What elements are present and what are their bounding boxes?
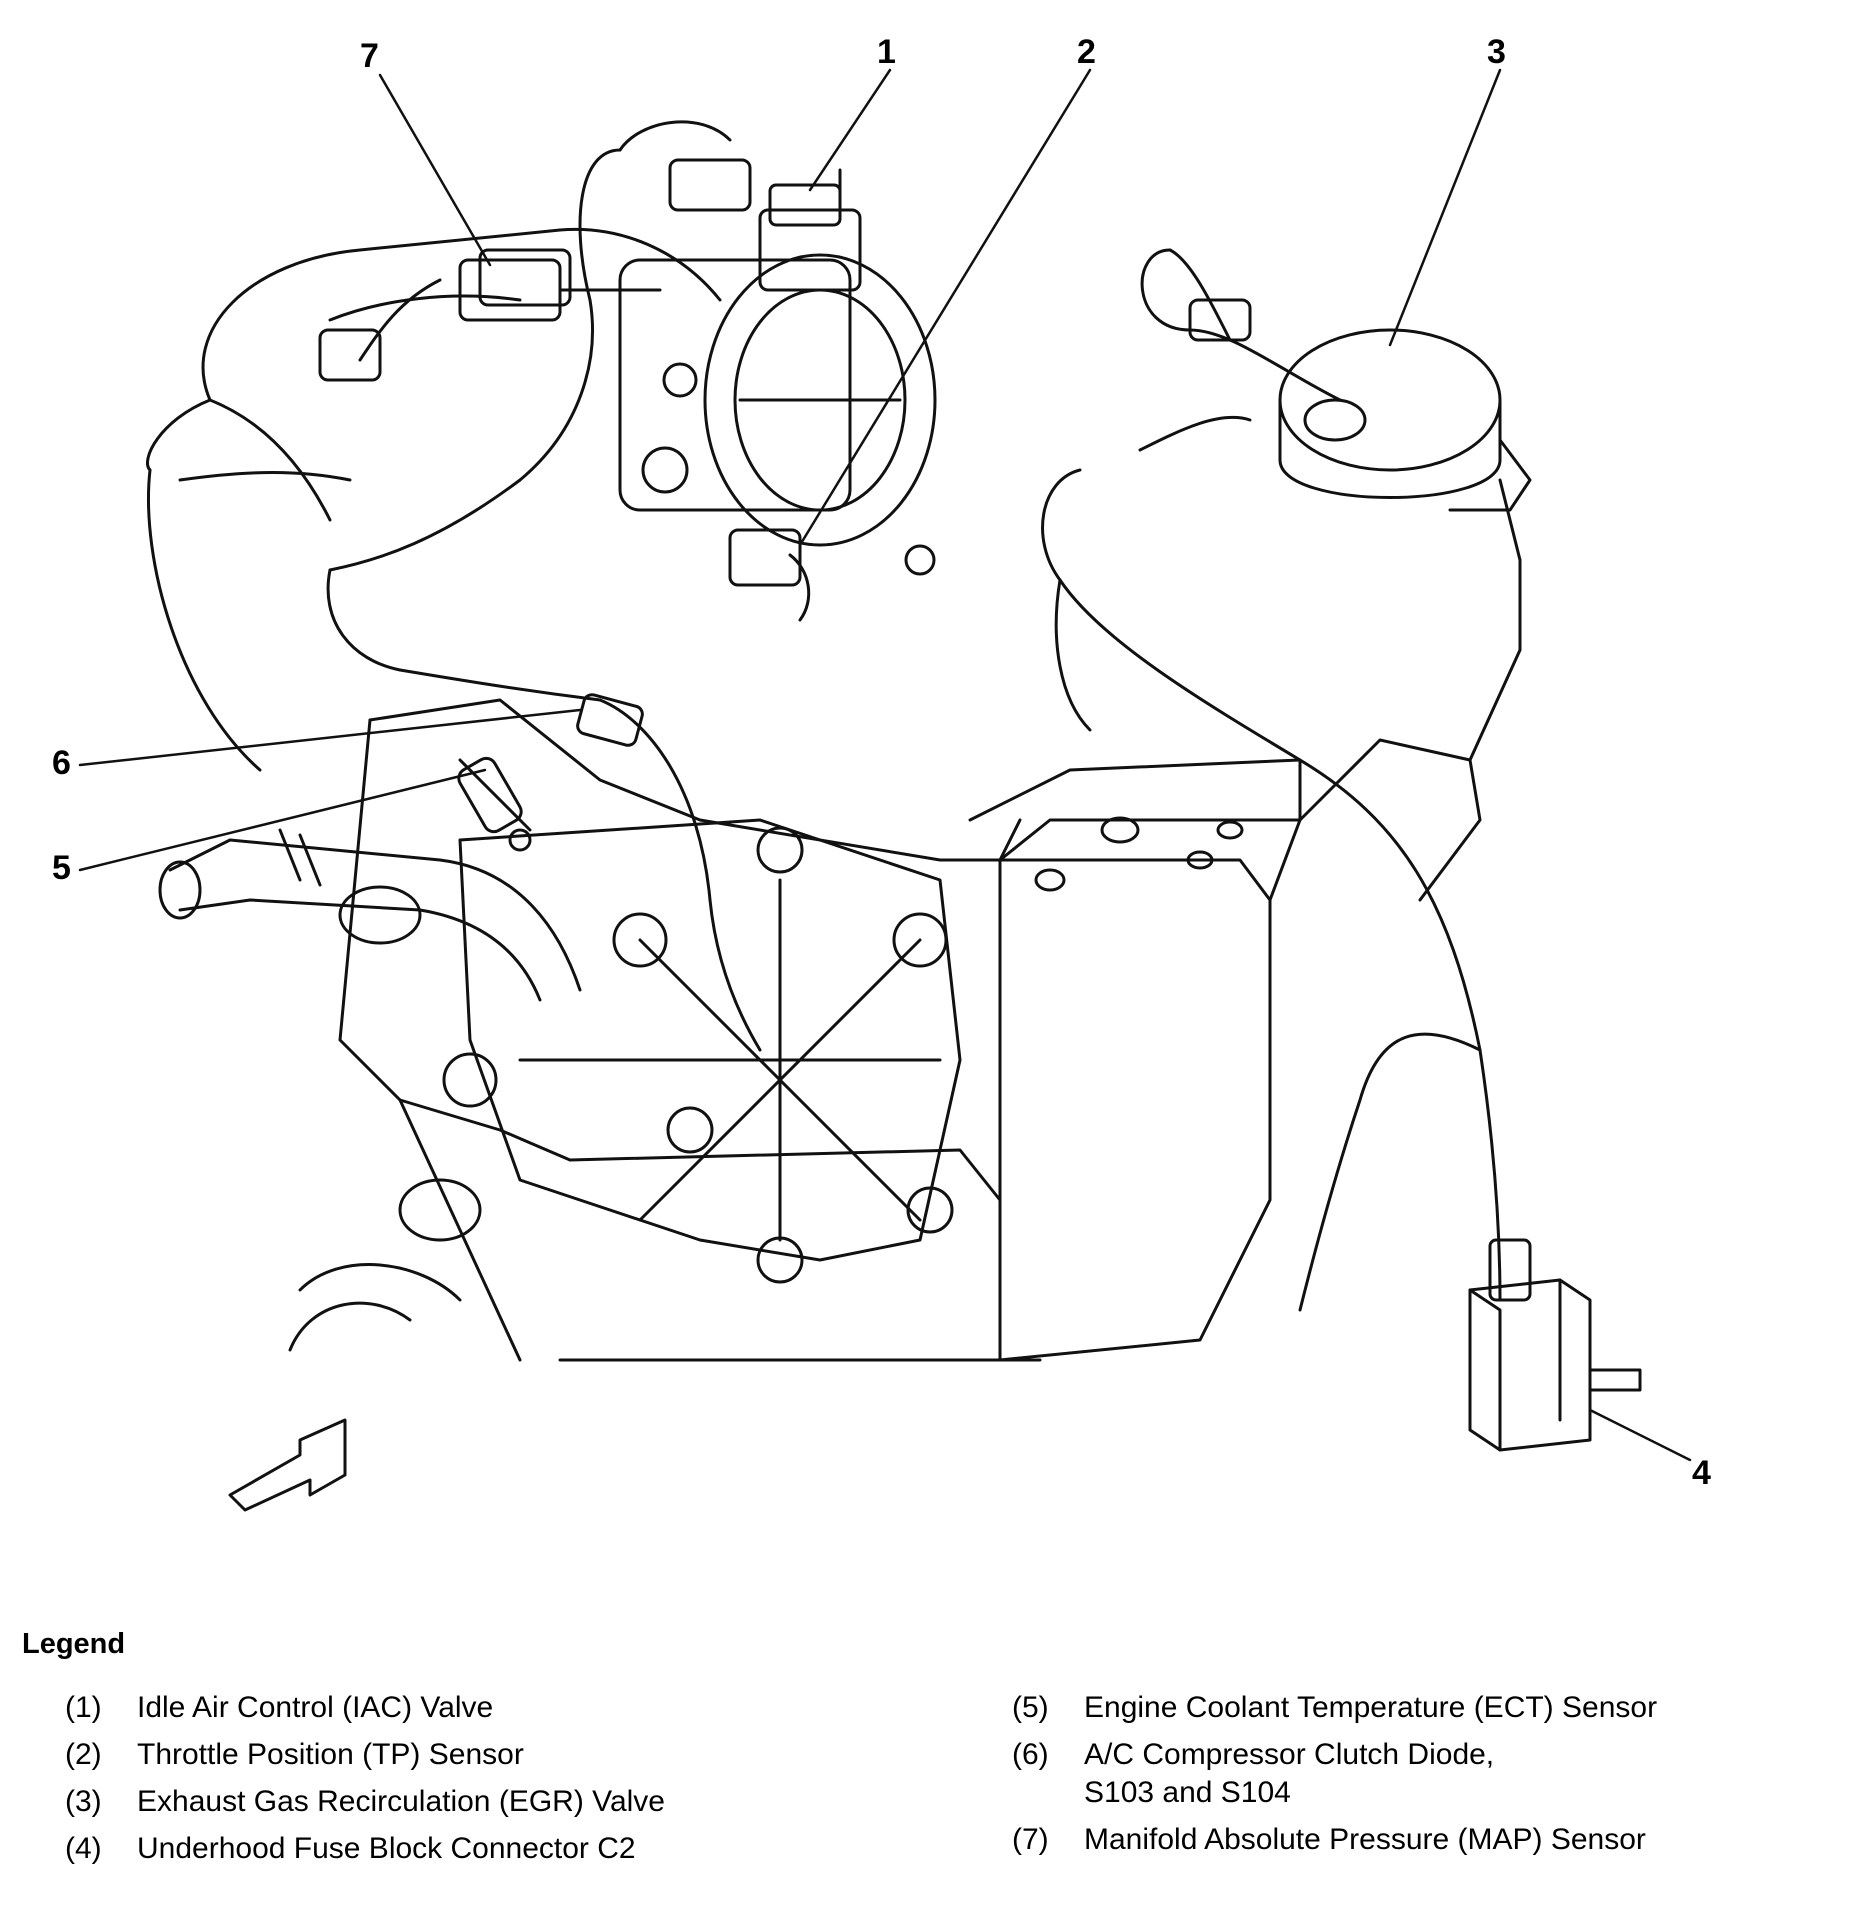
- legend-label: Exhaust Gas Recirculation (EGR) Valve: [137, 1785, 665, 1818]
- map-sensor: [358, 248, 572, 362]
- legend-item-3: (3) Exhaust Gas Recirculation (EGR) Valv…: [65, 1783, 1012, 1821]
- tp-sensor-connector: [728, 528, 811, 622]
- legend-number: (6): [1012, 1738, 1049, 1771]
- legend-item-5: (5) Engine Coolant Temperature (ECT) Sen…: [1012, 1689, 1812, 1727]
- legend-label: Manifold Absolute Pressure (MAP) Sensor: [1084, 1823, 1646, 1856]
- legend-number: (1): [65, 1691, 102, 1724]
- engine-block: [338, 478, 1522, 1362]
- iac-valve-connector: [618, 120, 752, 212]
- callout-2: 2: [1077, 33, 1096, 71]
- legend-item-1: (1) Idle Air Control (IAC) Valve: [65, 1689, 1012, 1727]
- callout-4: 4: [1692, 1454, 1711, 1492]
- legend-label: A/C Compressor Clutch Diode, S103 and S1…: [1084, 1736, 1812, 1812]
- legend-label: Underhood Fuse Block Connector C2: [137, 1832, 636, 1865]
- egr-wiring-harness: [1041, 248, 1502, 1312]
- legend-title: Legend: [22, 1628, 126, 1660]
- throttle-body: [618, 168, 937, 576]
- callout-5: 5: [52, 849, 71, 887]
- legend-column-right: (5) Engine Coolant Temperature (ECT) Sen…: [1012, 1689, 1812, 1877]
- left-wiring-harness: [318, 148, 762, 1052]
- intake-manifold: [146, 227, 722, 772]
- front-bracket: [442, 818, 962, 1284]
- ect-sensor: [457, 756, 532, 852]
- legend-item-4: (4) Underhood Fuse Block Connector C2: [65, 1830, 1012, 1868]
- legend-number: (7): [1012, 1823, 1049, 1856]
- callout-1: 1: [877, 33, 896, 71]
- legend-item-6: (6) A/C Compressor Clutch Diode, S103 an…: [1012, 1736, 1812, 1812]
- legend-label-line-1: A/C Compressor Clutch Diode,: [1084, 1738, 1495, 1771]
- legend: Legend (1) Idle Air Control (IAC) Valve …: [22, 1628, 1822, 1877]
- engine-diagram: [78, 68, 1692, 1512]
- callout-6: 6: [52, 744, 71, 782]
- egr-valve: [1278, 328, 1532, 512]
- legend-number: (3): [65, 1785, 102, 1818]
- fuse-block-connector-c2: [1468, 1238, 1642, 1452]
- leader-lines: [78, 68, 1692, 1462]
- distributor-block: [968, 758, 1302, 892]
- coolant-pipe: [158, 828, 582, 1002]
- callout-7: 7: [360, 37, 379, 75]
- legend-label: Throttle Position (TP) Sensor: [137, 1738, 524, 1771]
- legend-label: Idle Air Control (IAC) Valve: [137, 1691, 494, 1724]
- legend-label-line-2: S103 and S104: [1084, 1776, 1291, 1809]
- legend-item-2: (2) Throttle Position (TP) Sensor: [65, 1736, 1012, 1774]
- legend-number: (2): [65, 1738, 102, 1771]
- pulley: [288, 1178, 482, 1352]
- ac-diode: [576, 693, 644, 747]
- callout-3: 3: [1487, 33, 1506, 71]
- legend-item-7: (7) Manifold Absolute Pressure (MAP) Sen…: [1012, 1821, 1812, 1859]
- legend-number: (5): [1012, 1691, 1049, 1724]
- legend-number: (4): [65, 1832, 102, 1865]
- legend-column-left: (1) Idle Air Control (IAC) Valve (2) Thr…: [22, 1689, 1012, 1877]
- legend-label: Engine Coolant Temperature (ECT) Sensor: [1084, 1691, 1658, 1724]
- direction-arrow: [228, 1418, 347, 1512]
